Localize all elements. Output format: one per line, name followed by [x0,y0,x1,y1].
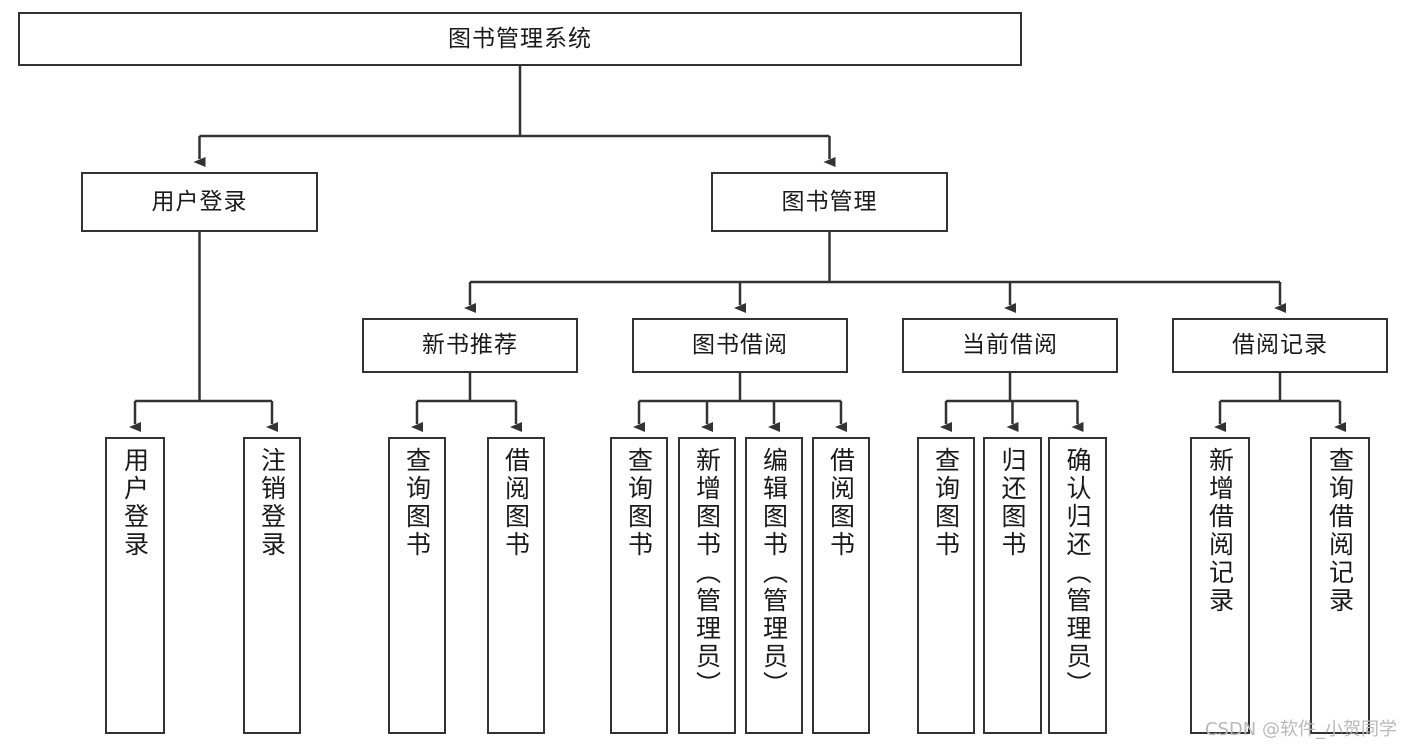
node-l6[interactable]: 新增图书（管理员） [678,437,736,734]
watermark-label: CSDN @软件_小贺同学 [1204,719,1397,740]
node-label: 当前借阅 [962,332,1058,359]
node-current[interactable]: 当前借阅 [902,318,1118,373]
node-label: 查询图书 [402,447,432,559]
node-newbook[interactable]: 新书推荐 [362,318,578,373]
node-l12[interactable]: 新增借阅记录 [1190,437,1250,734]
node-root[interactable]: 图书管理系统 [18,12,1022,66]
node-label: 新增图书（管理员） [692,447,722,699]
node-label: 借阅记录 [1232,332,1328,359]
node-label: 编辑图书（管理员） [759,447,789,699]
node-label: 用户登录 [151,188,248,215]
node-l3[interactable]: 查询图书 [388,437,446,734]
node-l11[interactable]: 确认归还（管理员） [1048,437,1107,734]
node-l4[interactable]: 借阅图书 [487,437,545,734]
node-l5[interactable]: 查询图书 [610,437,668,734]
node-label: 图书管理 [781,188,878,215]
node-label: 图书管理系统 [448,25,592,52]
node-label: 确认归还（管理员） [1063,447,1092,699]
node-l2[interactable]: 注销登录 [243,437,301,734]
node-label: 新增借阅记录 [1205,447,1235,615]
node-label: 借阅图书 [501,447,531,559]
node-login[interactable]: 用户登录 [81,172,318,232]
node-l10[interactable]: 归还图书 [983,437,1042,734]
node-label: 查询图书 [931,447,961,559]
node-label: 借阅图书 [826,447,856,559]
node-l7[interactable]: 编辑图书（管理员） [745,437,803,734]
node-l9[interactable]: 查询图书 [917,437,975,734]
node-label: 新书推荐 [422,332,518,359]
node-borrow[interactable]: 图书借阅 [632,318,848,373]
node-label: 图书借阅 [692,332,788,359]
node-bookmgmt[interactable]: 图书管理 [711,172,948,232]
node-label: 注销登录 [257,447,287,559]
node-l1[interactable]: 用户登录 [105,437,165,734]
node-label: 查询图书 [624,447,654,559]
node-l8[interactable]: 借阅图书 [812,437,870,734]
node-label: 用户登录 [120,447,150,559]
node-label: 归还图书 [998,447,1027,559]
node-label: 查询借阅记录 [1325,447,1355,615]
node-l13[interactable]: 查询借阅记录 [1310,437,1370,734]
node-records[interactable]: 借阅记录 [1172,318,1388,373]
